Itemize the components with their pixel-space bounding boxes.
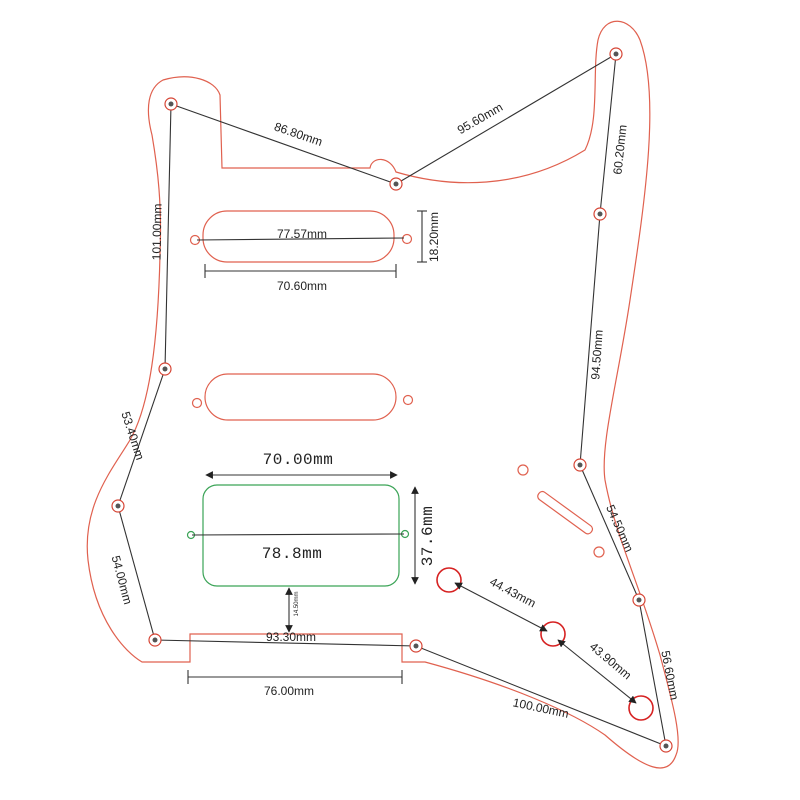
pot-spacing-line-1	[454, 582, 548, 632]
pot-hole-volume	[436, 567, 462, 593]
dim-label-single-coil-height: 18.20mm	[427, 212, 441, 262]
dim-label-mount-right-middle: 94.50mm	[588, 329, 605, 380]
dim-label-mount-bottom-right: 100.00mm	[512, 695, 570, 720]
dim-label-pot-spacing-2: 43.90mm	[587, 639, 634, 682]
pot-spacing-line-2	[557, 639, 637, 704]
switch-slot	[537, 490, 594, 535]
dim-label-mount-right-bottom: 56.60mm	[658, 649, 681, 701]
humbucker-hole-span-line	[191, 533, 405, 536]
screw-hole	[659, 739, 673, 753]
dim-label-single-coil-hole-span: 77.57mm	[277, 227, 327, 241]
screw-hole	[158, 362, 172, 376]
screw-hole	[632, 593, 646, 607]
switch-screw-hole	[517, 464, 529, 476]
dim-label-humbucker-height: 37.6mm	[419, 506, 437, 567]
screw-hole	[573, 458, 587, 472]
screw-hole	[389, 177, 403, 191]
pot-hole-tone1	[540, 621, 566, 647]
dim-label-mount-top-left: 86.80mm	[272, 119, 324, 149]
screw-hole	[409, 639, 423, 653]
mounting-screw-holes	[111, 47, 673, 753]
pot-hole-tone2	[628, 695, 654, 721]
single-coil-screw-hole	[191, 397, 203, 409]
dim-label-neck-pocket-width: 76.00mm	[264, 684, 314, 698]
dim-label-humbucker-to-edge: 14.50mm	[294, 591, 300, 616]
dim-label-mount-left-upper: 101.00mm	[150, 203, 165, 260]
pickguard-outline	[86, 20, 679, 769]
dim-label-pot-spacing-1: 44.43mm	[488, 575, 539, 611]
single-coil-hole-span-line	[196, 237, 405, 241]
dim-label-humbucker-width: 70.00mm	[263, 451, 334, 469]
screw-hole	[164, 97, 178, 111]
dim-label-mount-bottom: 93.30mm	[266, 630, 316, 644]
dim-label-mount-upper-right: 60.20mm	[610, 124, 629, 175]
switch-screw-hole	[593, 546, 605, 558]
dim-label-mount-left-lower: 54.00mm	[109, 554, 135, 606]
dim-label-mount-top-right: 95.60mm	[455, 100, 505, 137]
screw-hole	[111, 499, 125, 513]
single-coil-cavity-middle	[204, 373, 397, 421]
single-coil-cavity-neck	[202, 210, 395, 263]
dim-label-humbucker-hole-span: 78.8mm	[262, 545, 323, 563]
screw-hole	[148, 633, 162, 647]
humbucker-cavity	[202, 484, 400, 587]
dim-label-single-coil-width: 70.60mm	[277, 279, 327, 293]
mounting-screw-chain	[117, 52, 667, 747]
single-coil-screw-hole	[401, 233, 413, 245]
screw-hole	[593, 207, 607, 221]
single-coil-screw-hole	[402, 394, 414, 406]
screw-hole	[609, 47, 623, 61]
dim-label-mount-left-middle: 53.40mm	[118, 410, 147, 462]
